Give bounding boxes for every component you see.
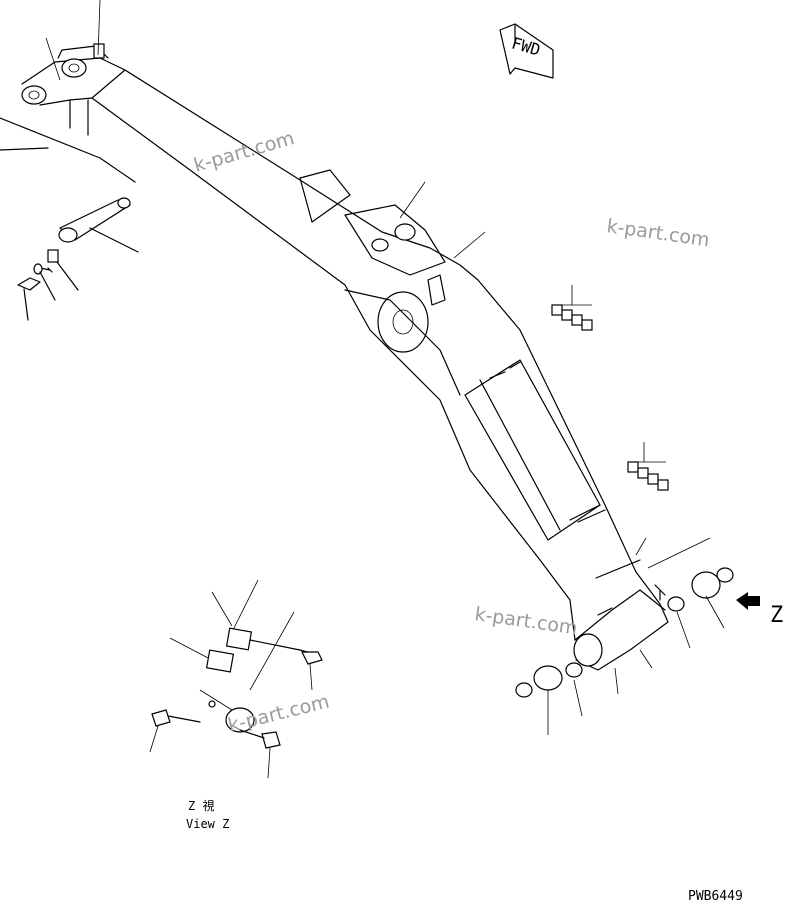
- watermarks: k-part.com k-part.com k-part.com k-part.…: [191, 127, 710, 737]
- callout-lines-top: [45, 0, 486, 259]
- watermark-2: k-part.com: [605, 215, 711, 251]
- view-z-kanji: Z 視: [188, 798, 214, 813]
- watermark-4: k-part.com: [226, 690, 332, 736]
- boom-foot-pin-group: [17, 197, 139, 321]
- drawing-code: PWB6449: [688, 889, 743, 904]
- view-z-arrow: Z: [736, 592, 783, 628]
- boom-assembly: [21, 43, 669, 671]
- arm-pin-bushings: [515, 537, 734, 735]
- floor-plane: [0, 117, 136, 183]
- fwd-label: FWD: [509, 33, 542, 59]
- view-z-detail: Z 視 View Z: [149, 579, 323, 831]
- z-label: Z: [770, 603, 783, 628]
- watermark-3: k-part.com: [473, 603, 579, 639]
- view-z-english: View Z: [186, 817, 229, 831]
- small-parts-cluster-1: [551, 285, 593, 331]
- small-parts-cluster-2: [627, 442, 669, 491]
- watermark-1: k-part.com: [191, 127, 297, 177]
- fwd-arrow: FWD: [499, 23, 554, 79]
